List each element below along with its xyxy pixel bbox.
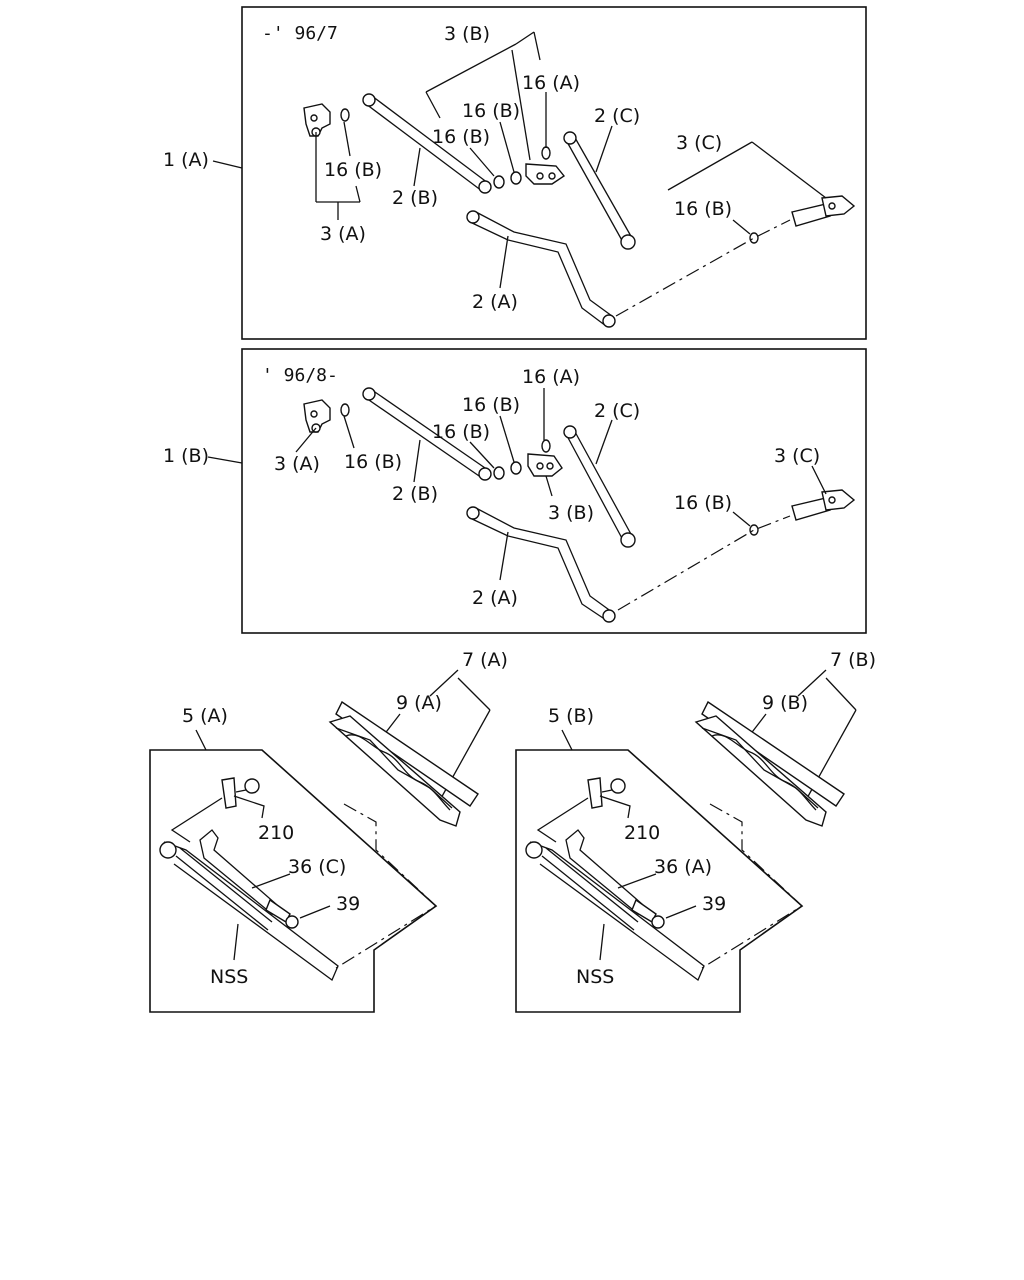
label-210-right: 210 [624, 822, 660, 844]
label-7b: 7 (B) [830, 649, 876, 671]
label-3b-mid: 3 (B) [548, 502, 594, 524]
nut-210-part-left [221, 777, 260, 809]
washer-16b-mid-part-mid [493, 466, 505, 480]
washer-16b-right-part-mid [749, 524, 759, 536]
panel-mid-frame [241, 348, 867, 634]
label-16b-mid-mid: 16 (B) [432, 421, 490, 443]
wiper-blade-left [328, 700, 479, 827]
label-2a-mid: 2 (A) [472, 587, 518, 609]
washer-16b-upper-part-mid [510, 461, 522, 475]
label-36c: 36 (C) [288, 856, 346, 878]
label-16b-upper-mid: 16 (B) [462, 394, 520, 416]
label-3b: 3 (B) [444, 23, 490, 45]
label-16b-upper: 16 (B) [462, 100, 520, 122]
label-nss-left: NSS [210, 966, 248, 988]
arm-frame-right [515, 749, 804, 1013]
label-3c-mid: 3 (C) [774, 445, 820, 467]
label-16b-right-mid: 16 (B) [674, 492, 732, 514]
label-2c-mid: 2 (C) [594, 400, 640, 422]
rod-2a-part [466, 210, 616, 328]
panel-top-caption: -' 96/7 [262, 23, 338, 44]
washer-16b-right-part [749, 232, 759, 244]
washer-16b-left-part [340, 108, 350, 122]
label-3a-mid: 3 (A) [274, 453, 320, 475]
label-9a: 9 (A) [396, 692, 442, 714]
panel-top: -' 96/7 1 (A) [163, 6, 867, 340]
washer-16b-upper-part [510, 171, 522, 185]
bracket-3c-part-mid [791, 489, 856, 521]
bracket-3c-part [791, 195, 856, 227]
label-39-left: 39 [336, 893, 360, 915]
label-nss-right: NSS [576, 966, 614, 988]
bracket-3b-part [525, 163, 566, 185]
label-39-right: 39 [702, 893, 726, 915]
wiper-blade-right [694, 700, 845, 827]
label-2c: 2 (C) [594, 105, 640, 127]
label-36a: 36 (A) [654, 856, 712, 878]
nut-210-part-right [587, 777, 626, 809]
arm-frame-left [149, 749, 438, 1013]
label-5b: 5 (B) [548, 705, 594, 727]
rod-2b-part-mid [362, 387, 492, 481]
label-16a: 16 (A) [522, 72, 580, 94]
wiper-arm-right [525, 829, 705, 982]
assembly-label-1a: 1 (A) [163, 149, 209, 171]
label-9b: 9 (B) [762, 692, 808, 714]
bracket-3b-part-mid [527, 453, 563, 477]
label-16b-left-mid: 16 (B) [344, 451, 402, 473]
rod-2b-part [362, 93, 492, 194]
label-16b-left: 16 (B) [324, 159, 382, 181]
wiper-arm-left [159, 829, 339, 982]
label-7a: 7 (A) [462, 649, 508, 671]
arm-group-right: 5 (B) 7 (B) 9 (B) 210 [515, 649, 876, 1013]
label-2b-mid: 2 (B) [392, 483, 438, 505]
label-3a: 3 (A) [320, 223, 366, 245]
washer-16a-part [541, 146, 551, 160]
label-5a: 5 (A) [182, 705, 228, 727]
label-210-left: 210 [258, 822, 294, 844]
assembly-label-1b: 1 (B) [163, 445, 209, 467]
label-16b-right: 16 (B) [674, 198, 732, 220]
label-16a-mid: 16 (A) [522, 366, 580, 388]
bracket-3a-part-mid [303, 399, 331, 433]
panel-mid-caption: ' 96/8- [262, 365, 338, 386]
label-16b-mid: 16 (B) [432, 126, 490, 148]
label-2b: 2 (B) [392, 187, 438, 209]
rod-2c-part [563, 131, 636, 250]
arm-group-left: 5 (A) 7 (A) 9 (A) 210 [149, 649, 508, 1013]
panel-top-frame [241, 6, 867, 340]
panel-mid: ' 96/8- 1 (B) [163, 348, 867, 634]
label-2a: 2 (A) [472, 291, 518, 313]
washer-16a-part-mid [541, 439, 551, 453]
bracket-3a-part [303, 103, 331, 137]
washer-16b-mid-part [493, 175, 505, 189]
label-3c: 3 (C) [676, 132, 722, 154]
washer-16b-left-part-mid [340, 403, 350, 417]
rod-2c-part-mid [563, 425, 636, 548]
rod-2a-part-mid [466, 506, 616, 623]
